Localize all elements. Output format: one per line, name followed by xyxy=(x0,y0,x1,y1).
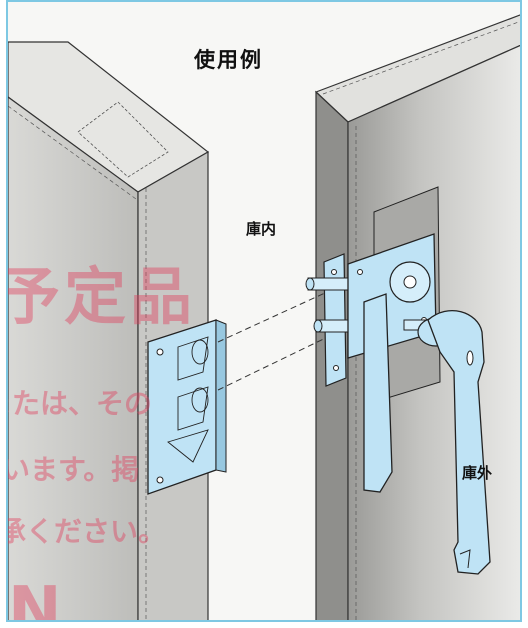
inner-handle xyxy=(363,293,393,493)
latch-mechanism xyxy=(305,186,441,403)
watermark-line-1: または、その xyxy=(8,387,153,420)
watermark-large: 予定品 xyxy=(6,260,197,333)
usage-example-illustration xyxy=(8,14,520,620)
strike-plate xyxy=(147,319,227,495)
left-cabinet-front xyxy=(8,96,139,620)
watermark-line-2: ています。掲 xyxy=(6,453,140,486)
watermark-fragment: N xyxy=(8,574,62,622)
label-inside: 庫内 xyxy=(246,220,277,238)
label-outside: 庫外 xyxy=(462,464,493,482)
outer-handle xyxy=(417,310,491,575)
figure-title: 使用例 xyxy=(194,48,263,72)
watermark-line-3: 承ください。 xyxy=(6,515,167,548)
illustration-frame: 予定品 または、その ています。掲 承ください。 N 使用例 庫内 庫外 xyxy=(6,0,522,622)
left-cabinet-hatch xyxy=(77,101,169,178)
